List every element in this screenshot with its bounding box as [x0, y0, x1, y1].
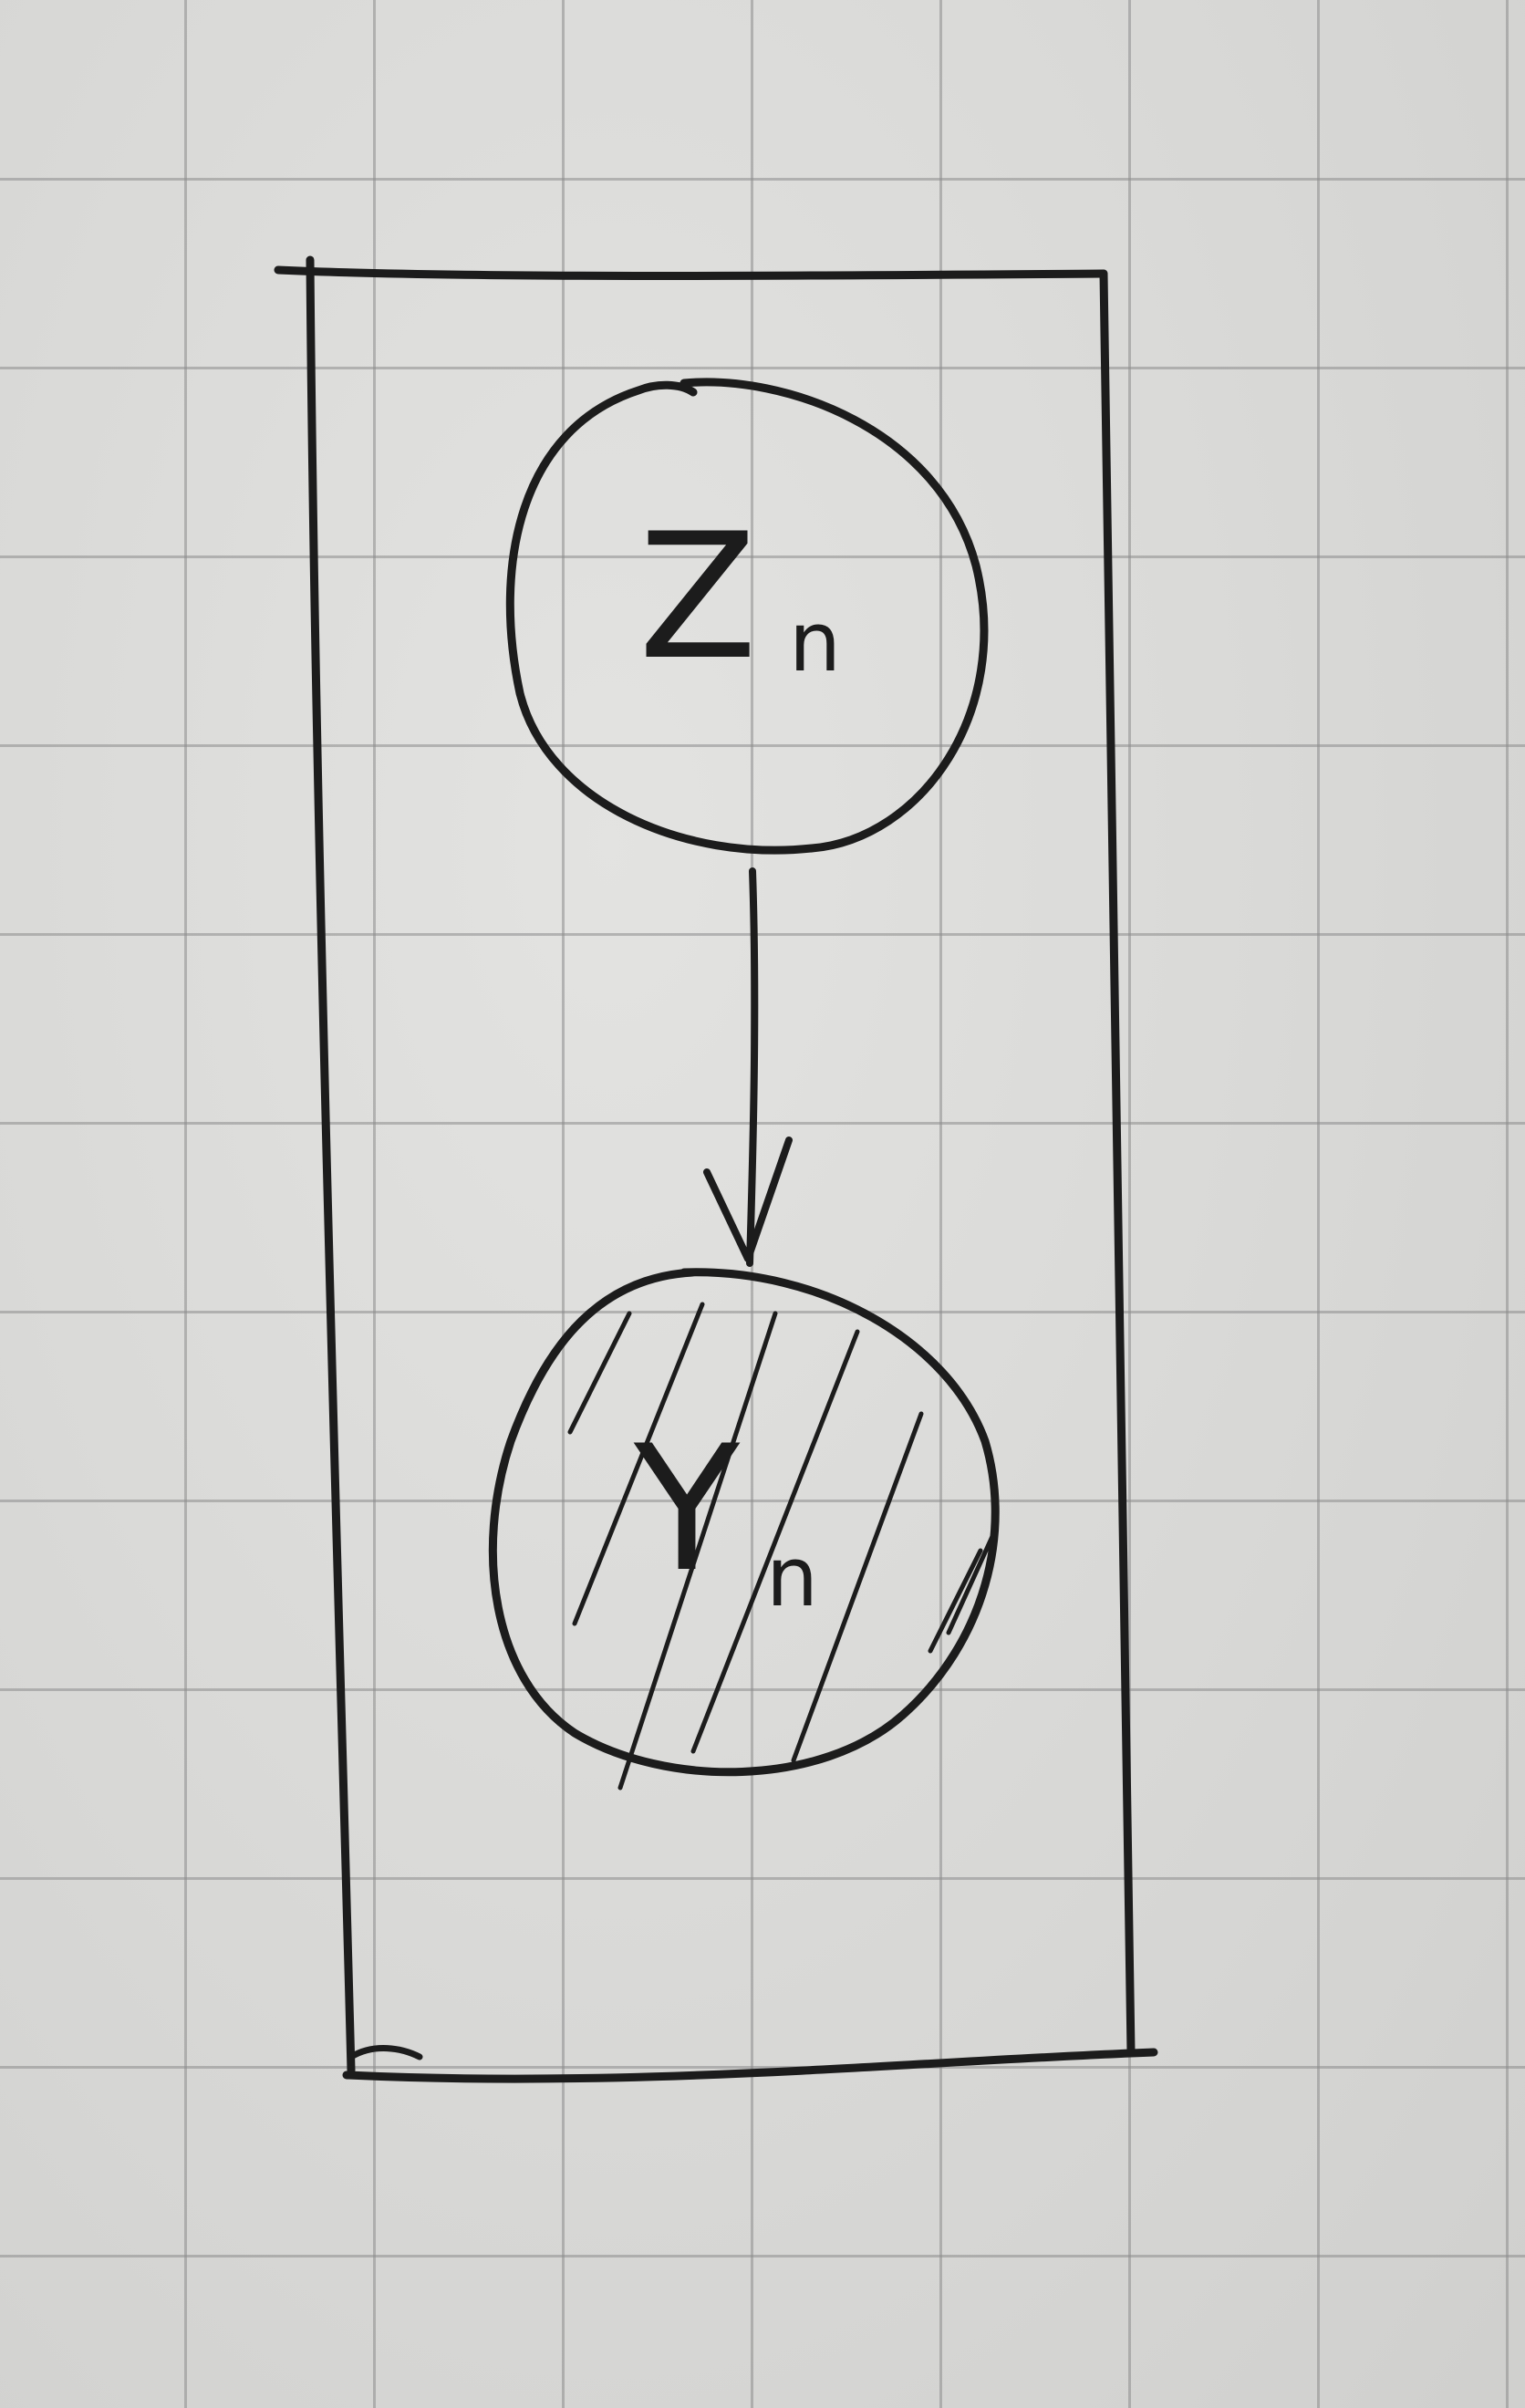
arrowhead-icon	[703, 1137, 793, 1262]
node-z: Z n	[505, 378, 989, 855]
node-z-label: Z	[638, 496, 757, 698]
node-z-subscript: n	[789, 595, 841, 690]
plate	[274, 255, 1158, 2083]
observed-shading	[567, 1302, 997, 1790]
node-y: Y n	[488, 1268, 1000, 1790]
node-y-subscript: n	[766, 1530, 818, 1625]
node-y-label: Y	[633, 1408, 741, 1610]
edge-z-to-y	[703, 867, 793, 1267]
